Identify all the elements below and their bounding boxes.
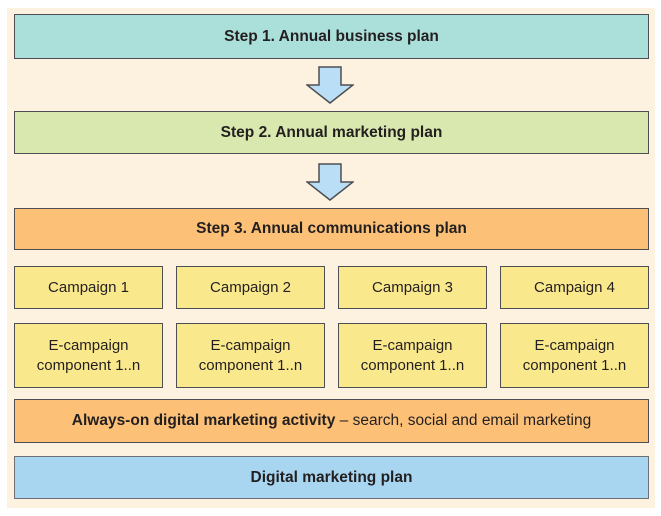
step3-label: Step 3. Annual communications plan [196,220,467,237]
campaign-1-label: Campaign 1 [48,278,129,296]
down-arrow-icon [306,66,354,104]
always-on-label: Always-on digital marketing activity – s… [72,411,591,431]
campaign-1-box: Campaign 1 [14,266,163,309]
ecampaign-component-4-box: E-campaign component 1..n [500,323,649,388]
always-on-digital-marketing-box: Always-on digital marketing activity – s… [14,399,649,443]
step1-annual-business-plan-box: Step 1. Annual business plan [14,14,649,59]
ecampaign-component-1-box: E-campaign component 1..n [14,323,163,388]
step1-label: Step 1. Annual business plan [224,27,439,45]
campaign-2-box: Campaign 2 [176,266,325,309]
campaign-3-label: Campaign 3 [372,278,453,296]
step2-annual-marketing-plan-box: Step 2. Annual marketing plan [14,111,649,154]
campaign-2-label: Campaign 2 [210,278,291,296]
digital-marketing-plan-box: Digital marketing plan [14,456,649,499]
ecampaign-component-4-label: E-campaign component 1..n [522,336,627,374]
ecampaign-component-3-label: E-campaign component 1..n [360,336,465,374]
ecampaign-component-2-box: E-campaign component 1..n [176,323,325,388]
step2-label: Step 2. Annual marketing plan [220,123,443,141]
ecampaign-component-3-box: E-campaign component 1..n [338,323,487,388]
always-on-label-bold: Always-on digital marketing activity [71,412,336,429]
diagram-canvas: Step 1. Annual business plan Step 2. Ann… [7,8,655,508]
always-on-label-regular: – search, social and email marketing [335,412,592,429]
digital-marketing-plan-label: Digital marketing plan [250,468,413,486]
campaign-4-label: Campaign 4 [534,278,615,296]
ecampaign-component-2-label: E-campaign component 1..n [198,336,303,374]
campaign-3-box: Campaign 3 [338,266,487,309]
down-arrow-icon [306,163,354,201]
ecampaign-component-1-label: E-campaign component 1..n [36,336,141,374]
campaign-4-box: Campaign 4 [500,266,649,309]
step3-annual-communications-plan-box: Step 3. Annual communications plan [14,208,649,250]
